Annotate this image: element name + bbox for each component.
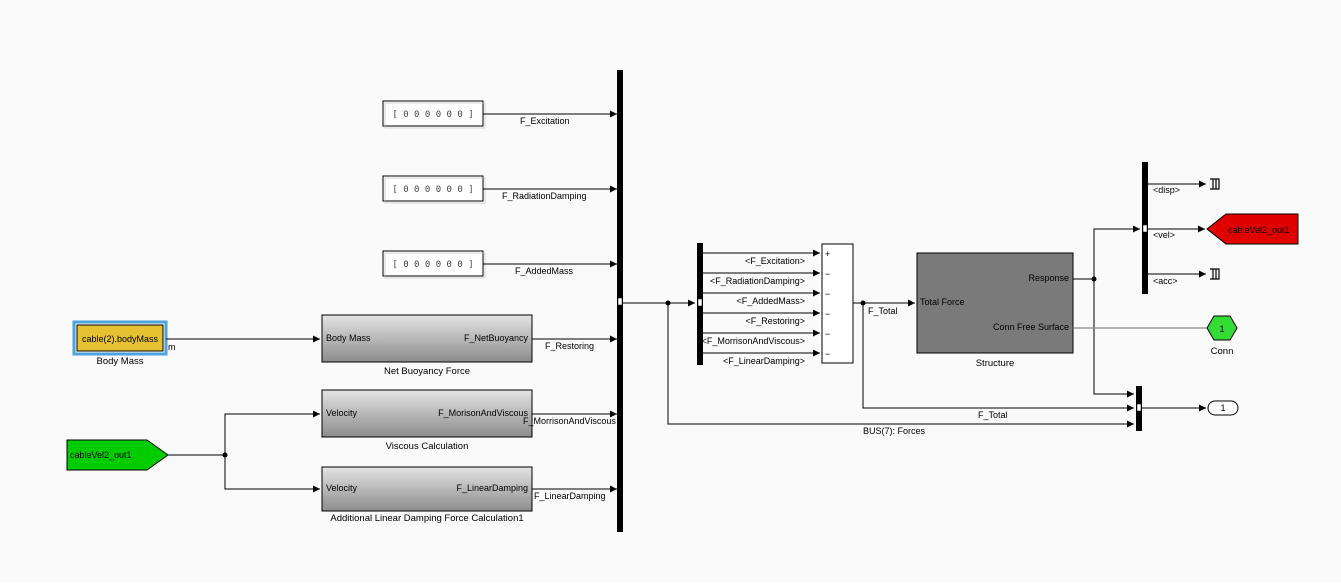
terminator-acc[interactable] [1210, 268, 1220, 280]
from-tag-value: cableVel2_out1 [70, 450, 132, 460]
outport-block[interactable]: 1 [1207, 400, 1239, 416]
signal-label-linear-damping: F_LinearDamping [534, 491, 606, 501]
viscous-caption: Viscous Calculation [386, 441, 469, 452]
body-mass-block[interactable]: cable(2).bodyMass [72, 320, 168, 356]
from-tag-block[interactable]: cableVel2_out1 [66, 439, 169, 471]
signal-line[interactable] [1093, 279, 1134, 398]
signal-line[interactable] [224, 410, 320, 455]
constant-value: [ 0 0 0 0 0 0 ] [392, 110, 473, 120]
net-buoyancy-caption: Net Buoyancy Force [384, 366, 470, 377]
structure-caption: Structure [976, 358, 1015, 369]
selector-output-label: <F_MorrisonAndViscous> [702, 336, 805, 346]
sum-block[interactable]: + − − − − − [821, 243, 854, 364]
bus-input-port [1142, 224, 1148, 233]
conn-port[interactable]: 1 [1206, 315, 1238, 341]
constant-value: [ 0 0 0 0 0 0 ] [392, 185, 473, 195]
selector-output-label: <F_Restoring> [745, 316, 805, 326]
selector-output-label: <F_LinearDamping> [723, 356, 805, 366]
port-label: Velocity [326, 483, 358, 493]
body-mass-caption: Body Mass [97, 356, 144, 367]
response-output-label: <acc> [1153, 276, 1178, 286]
conn-caption: Conn [1211, 346, 1234, 357]
selector-output-label: <F_AddedMass> [736, 296, 805, 306]
signal-line[interactable] [862, 303, 1134, 412]
signal-label-radiation: F_RadiationDamping [502, 191, 587, 201]
sum-sign: − [825, 349, 830, 359]
signal-label-bus: BUS(7): Forces [863, 426, 926, 436]
signal-label-total: F_Total [868, 306, 898, 316]
sum-sign: − [825, 309, 830, 319]
linear-damping-caption: Additional Linear Damping Force Calculat… [330, 513, 523, 524]
sum-sign: − [825, 269, 830, 279]
port-label: F_MorisonAndViscous [438, 408, 528, 418]
constant-block-excitation[interactable]: [ 0 0 0 0 0 0 ] [382, 100, 486, 129]
port-label: F_LinearDamping [456, 483, 528, 493]
signal-label-morison: F_MorrisonAndViscous [523, 416, 616, 426]
constant-value: [ 0 0 0 0 0 0 ] [392, 260, 473, 270]
bus-output-port [617, 297, 623, 306]
signal-label-total-bottom: F_Total [978, 410, 1008, 420]
response-output-label: <disp> [1153, 185, 1180, 195]
body-mass-out-label: m [168, 342, 176, 352]
bus-input-port [697, 298, 703, 307]
body-mass-value: cable(2).bodyMass [82, 334, 159, 344]
constant-block-added-mass[interactable]: [ 0 0 0 0 0 0 ] [382, 250, 486, 279]
signal-line[interactable] [224, 455, 320, 493]
port-label: Body Mass [326, 333, 371, 343]
port-label: Velocity [326, 408, 358, 418]
structure-subsystem[interactable]: Total Force Response Conn Free Surface [916, 252, 1074, 354]
sum-sign: − [825, 289, 830, 299]
outport-number: 1 [1220, 403, 1225, 413]
linear-damping-subsystem[interactable]: Velocity F_LinearDamping [321, 466, 533, 512]
constant-block-radiation[interactable]: [ 0 0 0 0 0 0 ] [382, 175, 486, 204]
bus-line[interactable] [667, 303, 1134, 428]
port-label: F_NetBuoyancy [464, 333, 529, 343]
signal-label-excitation: F_Excitation [520, 116, 570, 126]
terminator-disp[interactable] [1210, 178, 1220, 190]
port-label: Response [1028, 273, 1069, 283]
sum-sign: − [825, 329, 830, 339]
response-output-label: <vel> [1153, 230, 1175, 240]
port-label: Total Force [920, 297, 965, 307]
signal-line[interactable] [1093, 225, 1140, 279]
sum-sign: + [825, 249, 830, 259]
viscous-subsystem[interactable]: Velocity F_MorisonAndViscous [321, 389, 533, 438]
goto-tag-block[interactable]: cableVel2_out1 [1206, 213, 1299, 245]
port-label: Conn Free Surface [993, 322, 1069, 332]
bus-output-port [1136, 403, 1142, 412]
selector-output-label: <F_Excitation> [745, 256, 805, 266]
goto-tag-value: cableVel2_out1 [1228, 225, 1290, 235]
signal-label-added-mass: F_AddedMass [515, 266, 574, 276]
selector-output-label: <F_RadiationDamping> [710, 276, 805, 286]
signal-label-restoring: F_Restoring [545, 341, 594, 351]
conn-port-number: 1 [1219, 324, 1224, 334]
net-buoyancy-subsystem[interactable]: Body Mass F_NetBuoyancy [321, 314, 533, 363]
